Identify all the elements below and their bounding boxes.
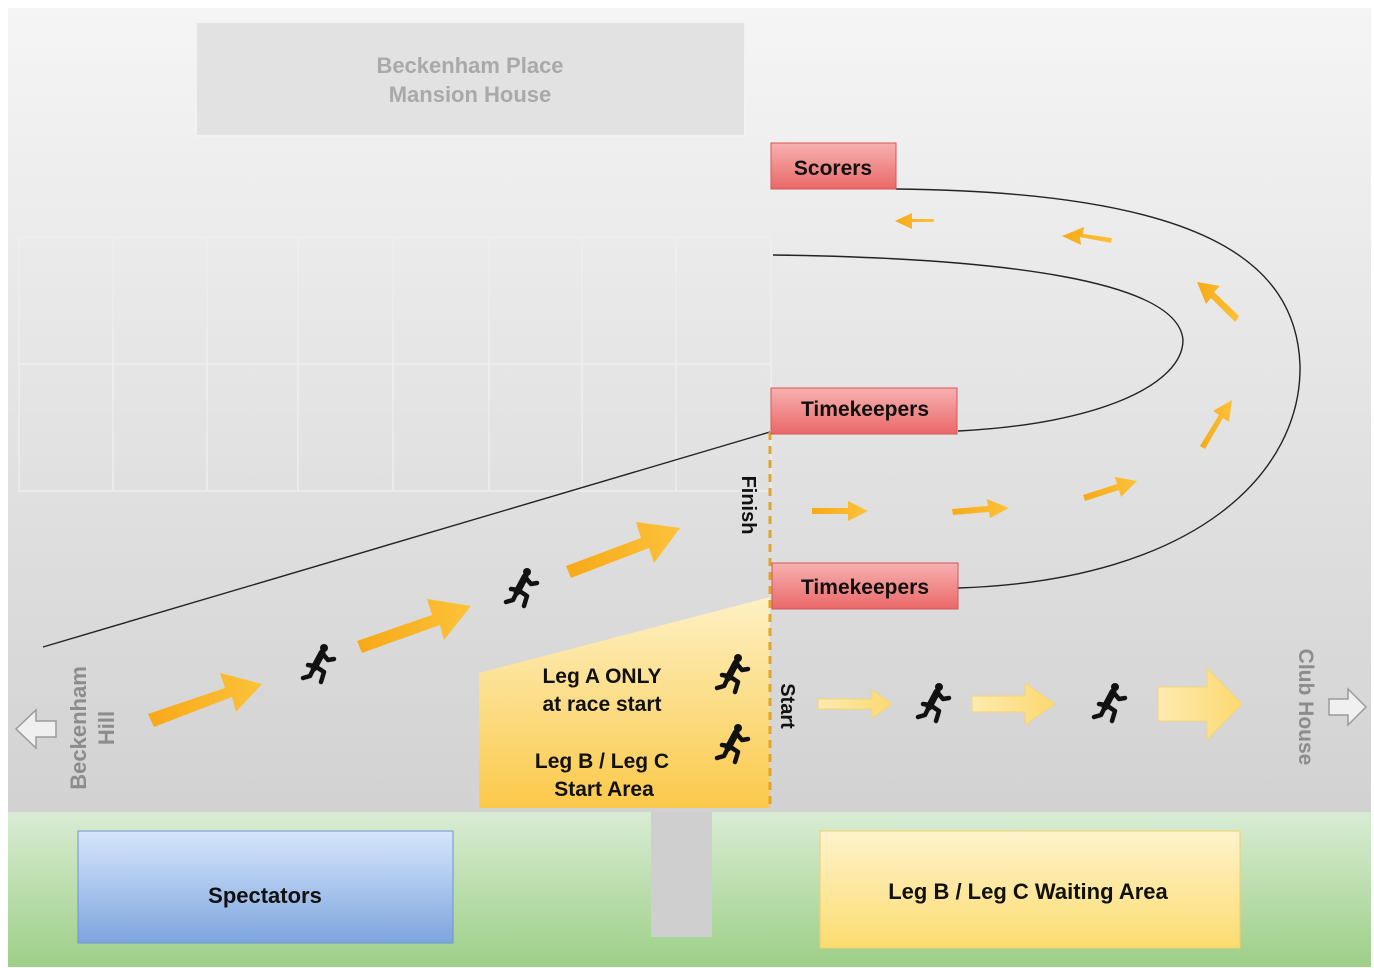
scorers-label: Scorers [794,157,872,180]
start-area [479,597,770,808]
mansion-line2: Mansion House [389,82,552,107]
arrow-left-icon [895,213,934,229]
course-arrows [148,213,1239,727]
arrow-up-icon [1200,400,1232,449]
arrow-right-icon [357,599,471,653]
timekeepers-box-top: Timekeepers [770,387,958,435]
arrow-right-icon [971,682,1056,726]
arrow-right-icon [817,689,893,719]
spectators-label: Spectators [208,883,322,908]
start-label: Start [776,683,798,729]
leg-a-line1: Leg A ONLY [542,665,661,688]
leg-a-line2: at race start [542,693,661,716]
beckenham-line2: Hill [94,711,119,745]
arrow-right-icon [952,499,1009,518]
waiting-area: Leg B / Leg C Waiting Area [819,830,1241,949]
arrow-right-icon [1083,477,1137,501]
waiting-area-label: Leg B / Leg C Waiting Area [888,879,1168,904]
mansion-line1: Beckenham Place [376,53,563,78]
arrow-left-icon [1062,227,1112,245]
start-area-text: Leg A ONLY at race start Leg B / Leg C S… [535,665,669,801]
arrow-right-icon [148,673,262,727]
club-house-exit: Club House [1294,649,1368,766]
course-lines [42,188,1301,648]
arrow-right-icon [1328,687,1368,727]
club-house-label: Club House [1294,649,1317,766]
timekeepers-box-bottom: Timekeepers [771,562,959,610]
arrow-right-icon [1157,666,1243,742]
access-path [651,812,712,937]
mansion-house: Beckenham Place Mansion House [195,21,746,137]
spectators-area: Spectators [77,830,454,944]
finish-label: Finish [737,476,759,535]
beckenham-line1: Beckenham [66,666,91,790]
beckenham-hill-exit: Beckenham Hill [14,666,119,790]
parking-grid [18,236,772,492]
scorers-box: Scorers [770,142,897,190]
exit-arrows [817,666,1243,742]
leg-bc-line1: Leg B / Leg C [535,750,669,773]
timekeepers-top-label: Timekeepers [801,398,929,421]
arrow-left-icon [14,708,57,750]
arrow-right-icon [566,522,680,578]
arrow-right-icon [812,501,868,521]
timekeepers-bottom-label: Timekeepers [801,576,929,599]
leg-bc-line2: Start Area [554,778,654,801]
arrow-up-icon [1197,282,1239,322]
